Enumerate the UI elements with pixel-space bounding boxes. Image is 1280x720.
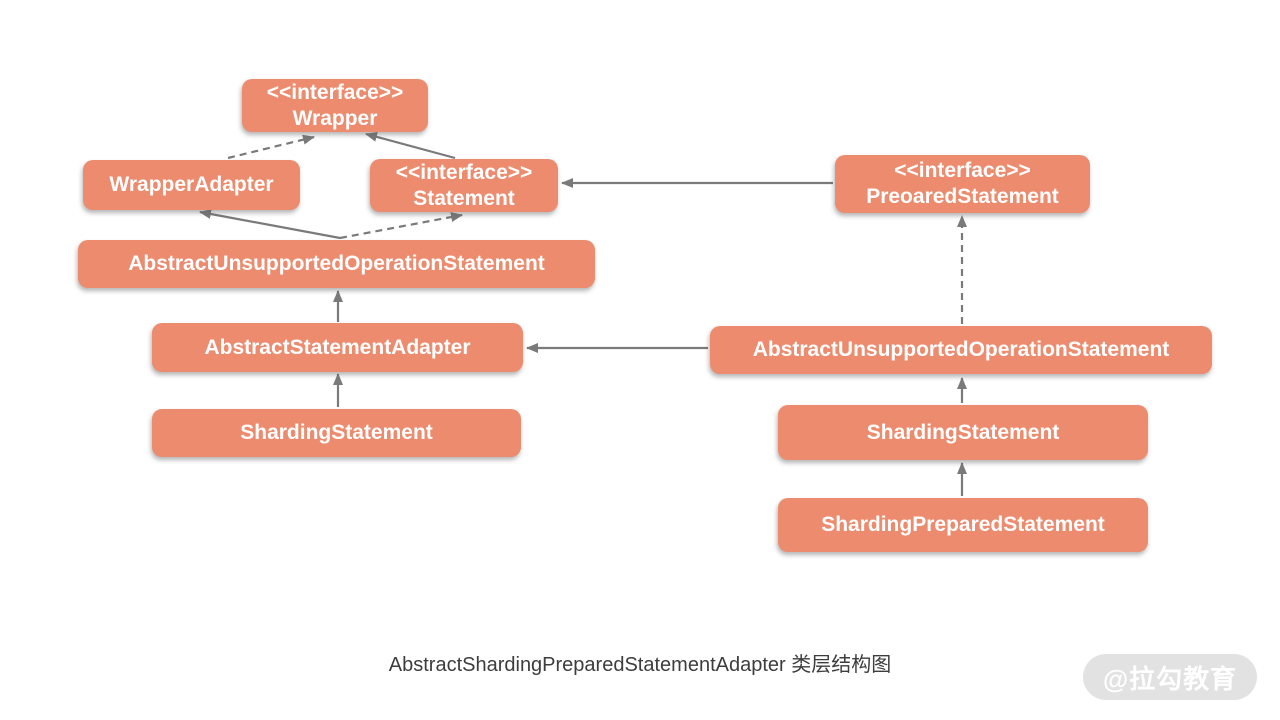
watermark-badge: @拉勾教育 bbox=[1083, 654, 1257, 700]
stereotype-label: <<interface>> bbox=[266, 80, 404, 104]
class-name-label: ShardingPreparedStatement bbox=[821, 513, 1105, 536]
stereotype-label: <<interface>> bbox=[894, 159, 1031, 182]
class-node-abstract-unsupported-operation-statement-left: AbstractUnsupportedOperationStatement bbox=[78, 240, 595, 288]
class-node-wrapper: <<interface>> Wrapper bbox=[242, 79, 428, 132]
edge-absunsupported-left-to-statement bbox=[339, 212, 463, 240]
class-node-preoared-statement: <<interface>> PreoaredStatement bbox=[835, 155, 1090, 213]
stereotype-label: <<interface>> bbox=[395, 160, 533, 184]
class-node-abstract-unsupported-operation-statement-right: AbstractUnsupportedOperationStatement bbox=[710, 326, 1212, 374]
edge-wrapperadapter-to-wrapper bbox=[227, 134, 315, 160]
class-name-label: ShardingStatement bbox=[866, 420, 1060, 444]
class-node-abstract-statement-adapter: AbstractStatementAdapter bbox=[152, 323, 523, 372]
class-node-sharding-statement-left: ShardingStatement bbox=[152, 409, 521, 457]
class-node-sharding-prepared-statement: ShardingPreparedStatement bbox=[778, 498, 1148, 552]
class-name-label: Wrapper bbox=[292, 106, 378, 130]
class-name-label: AbstractUnsupportedOperationStatement bbox=[752, 338, 1170, 361]
class-name-label: AbstractUnsupportedOperationStatement bbox=[128, 252, 545, 275]
edge-absunsupported-left-to-wrapperadapter bbox=[199, 209, 341, 240]
class-name-label: Statement bbox=[413, 186, 515, 210]
class-node-wrapper-adapter: WrapperAdapter bbox=[83, 160, 300, 210]
class-node-sharding-statement-right: ShardingStatement bbox=[778, 405, 1148, 460]
class-name-label: PreoaredStatement bbox=[866, 185, 1059, 208]
edge-statement-to-wrapper bbox=[365, 132, 456, 160]
class-name-label: WrapperAdapter bbox=[109, 173, 274, 196]
class-node-statement: <<interface>> Statement bbox=[370, 159, 558, 212]
class-name-label: AbstractStatementAdapter bbox=[204, 335, 471, 359]
diagram-caption: AbstractShardingPreparedStatementAdapter… bbox=[388, 654, 892, 676]
class-name-label: ShardingStatement bbox=[240, 421, 433, 444]
